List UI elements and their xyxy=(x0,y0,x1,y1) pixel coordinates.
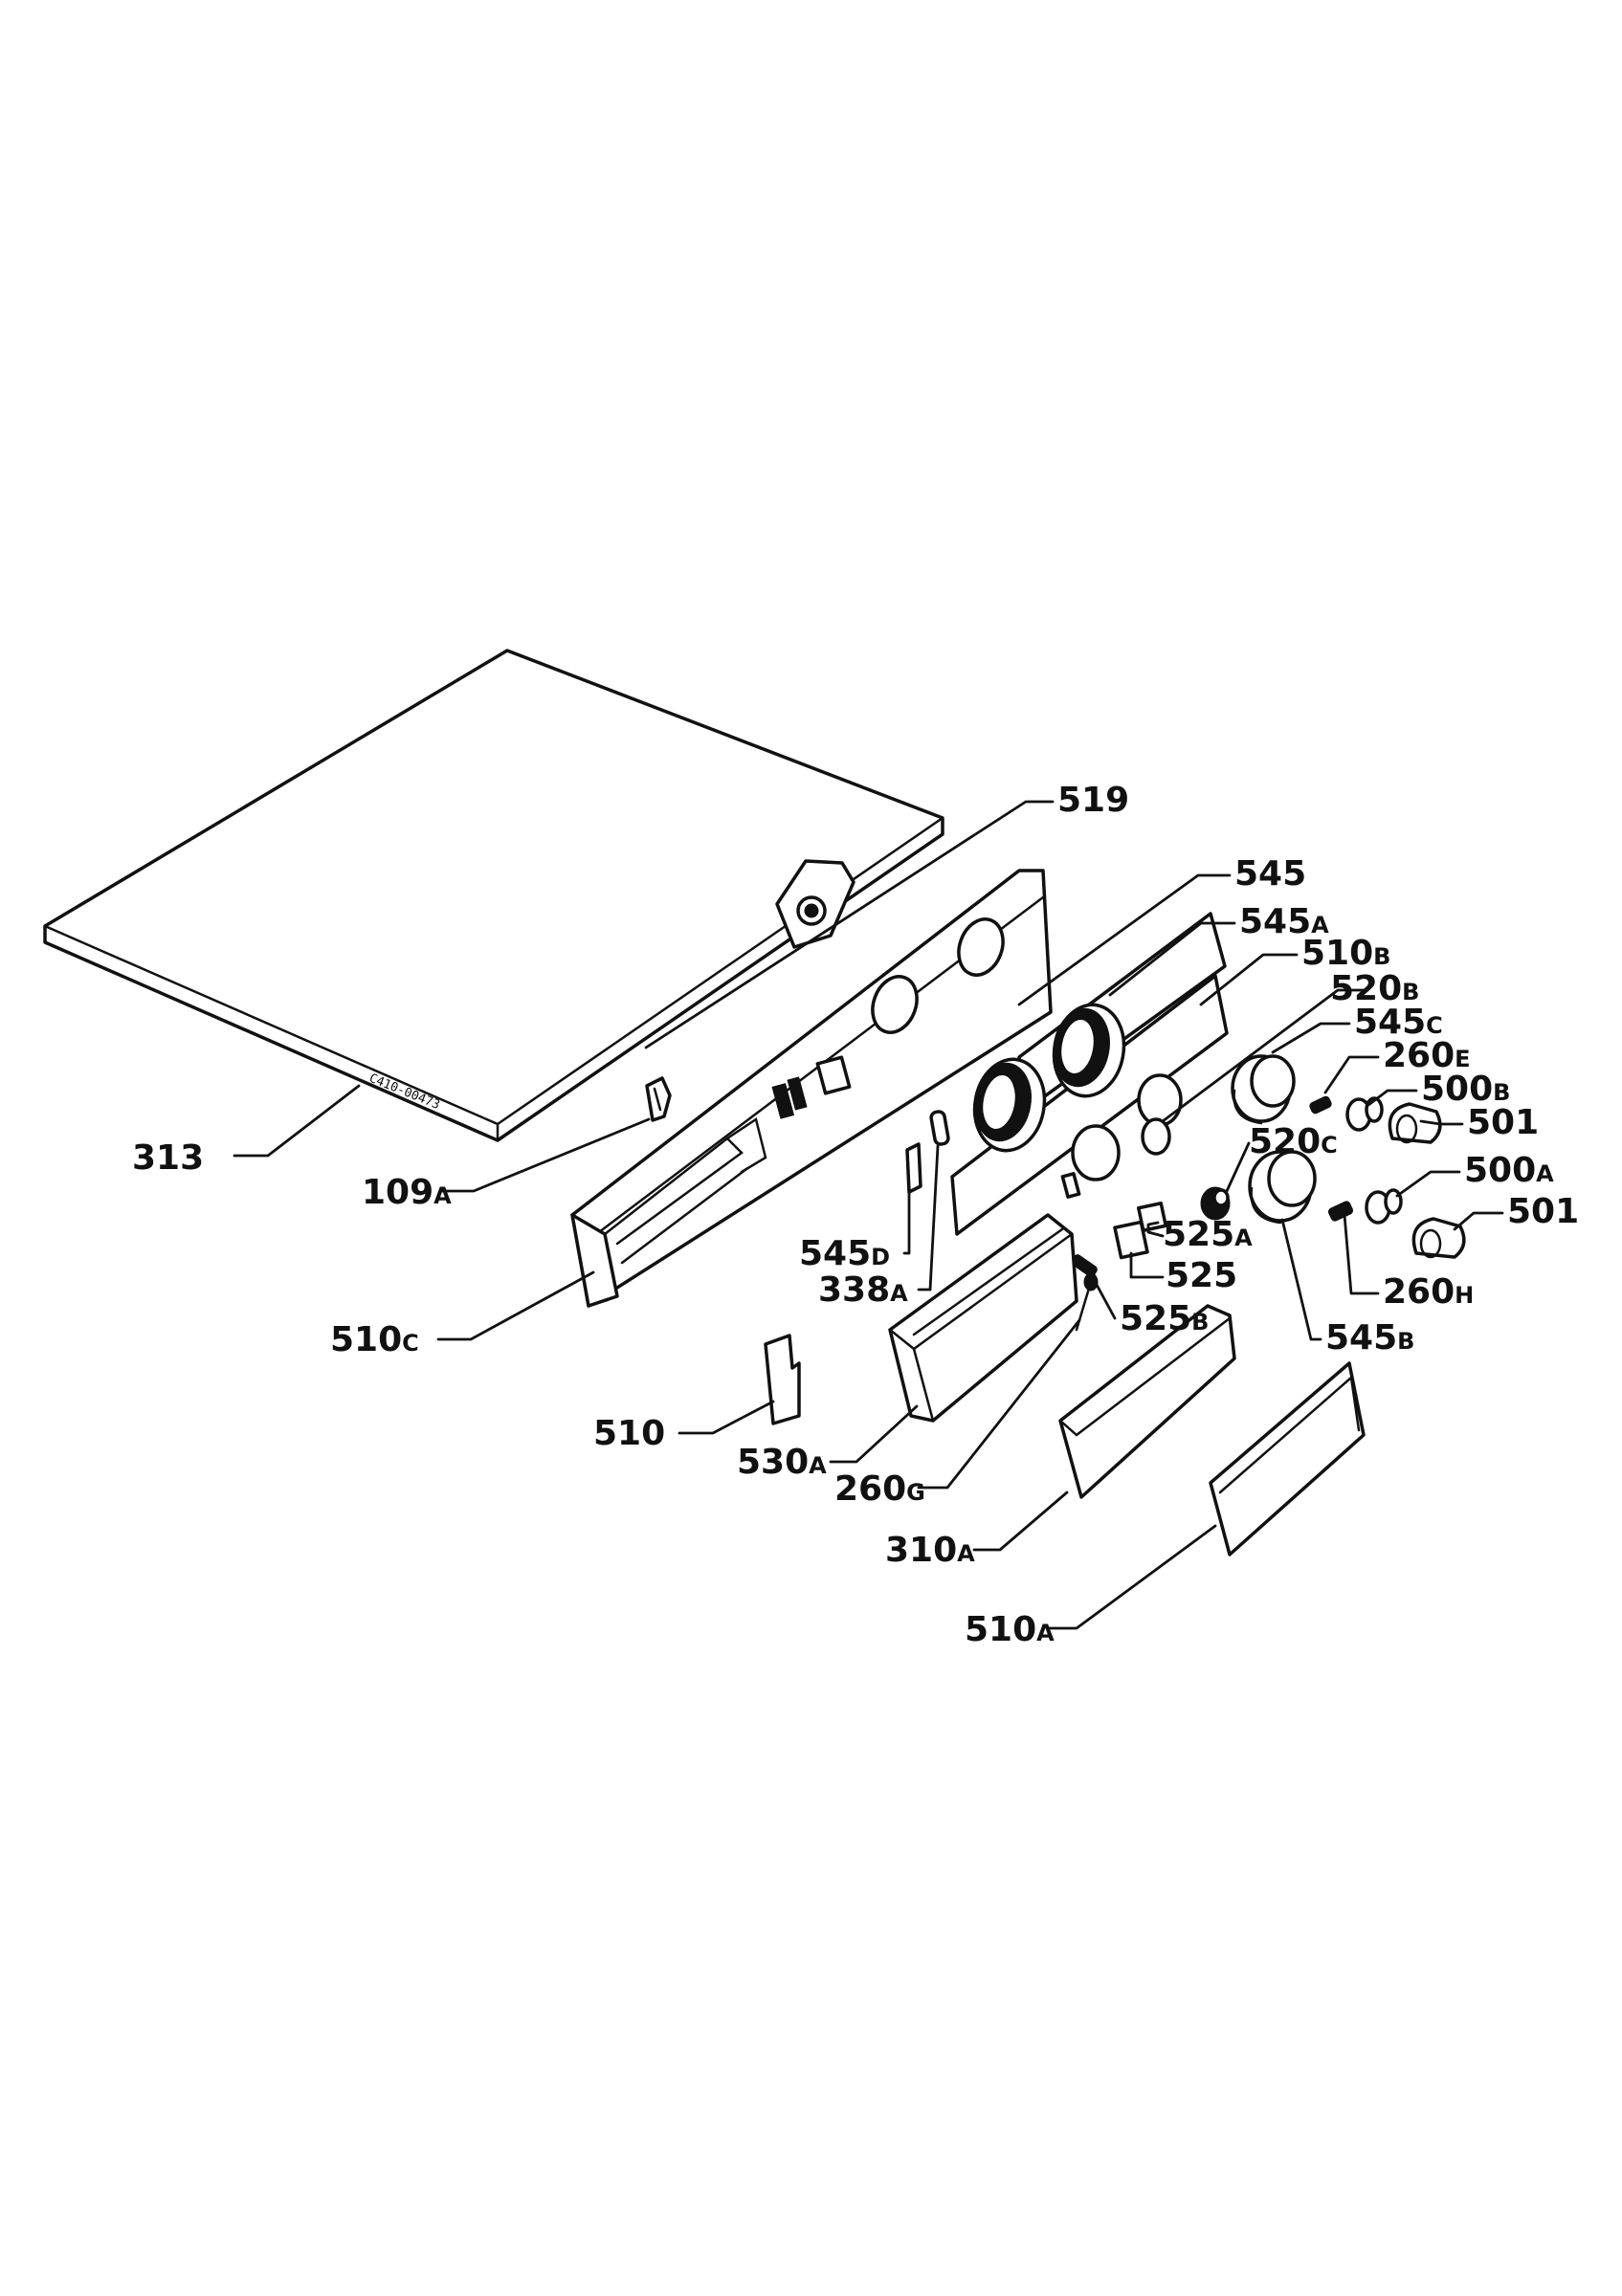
leader-501-b xyxy=(1453,1211,1504,1231)
callout-525: 525 xyxy=(1166,1256,1237,1295)
leader-500a xyxy=(1395,1170,1461,1198)
part-260e-spring xyxy=(1309,1095,1332,1115)
callout-545: 545 xyxy=(1234,854,1306,894)
callout-510a: 510A xyxy=(965,1610,1055,1649)
leader-520b xyxy=(1161,988,1366,1123)
leader-545 xyxy=(1017,873,1232,1006)
callout-501-a: 501 xyxy=(1467,1103,1539,1142)
part-338a-clip xyxy=(929,1110,950,1146)
callout-260g: 260G xyxy=(834,1469,925,1509)
leader-545d xyxy=(902,1189,911,1255)
leader-310a xyxy=(972,1490,1069,1552)
part-525-switch xyxy=(1113,1220,1149,1260)
callout-109a: 109A xyxy=(362,1173,452,1212)
leader-338a xyxy=(917,1144,940,1292)
part-530a-trim xyxy=(888,1213,1078,1423)
leader-313 xyxy=(233,1084,361,1158)
leader-525a xyxy=(1146,1221,1165,1238)
part-310a-drawer-front xyxy=(1058,1304,1236,1499)
callout-510: 510 xyxy=(593,1414,665,1453)
part-545-ring xyxy=(1052,1003,1126,1098)
leader-525b xyxy=(1087,1269,1117,1320)
callout-545c: 545C xyxy=(1354,1003,1443,1042)
leader-260e xyxy=(1323,1055,1380,1094)
callout-500a: 500A xyxy=(1464,1151,1554,1190)
leader-510b xyxy=(1199,953,1299,1006)
callout-338a: 338A xyxy=(818,1270,908,1310)
part-545a-ring xyxy=(972,1057,1047,1153)
callout-501-b: 501 xyxy=(1507,1192,1579,1231)
part-525a-cap xyxy=(1137,1202,1167,1232)
part-520c-adapter xyxy=(1200,1186,1231,1221)
callout-530a: 530A xyxy=(737,1443,827,1482)
callout-520b: 520B xyxy=(1330,969,1419,1008)
leader-260g xyxy=(917,1318,1081,1490)
callout-519: 519 xyxy=(1057,781,1129,820)
callout-310a: 310A xyxy=(885,1531,975,1570)
leader-519 xyxy=(644,800,1055,1049)
callout-510c: 510C xyxy=(330,1320,419,1359)
part-510-bracket xyxy=(764,1334,801,1425)
part-545c-knob-base xyxy=(1231,1054,1296,1125)
part-501-knob-lower xyxy=(1411,1217,1466,1259)
leader-545b xyxy=(1280,1218,1322,1341)
callout-labels: 519 545 545A 510B 520B 545C 260E 500B 50… xyxy=(132,781,1579,1649)
leader-530a xyxy=(829,1404,919,1464)
leader-500b xyxy=(1366,1089,1418,1107)
part-510a-panel xyxy=(1209,1361,1366,1556)
part-520b-ring xyxy=(1141,1117,1171,1156)
callout-520c: 520C xyxy=(1249,1122,1338,1161)
leader-501-a xyxy=(1419,1119,1464,1126)
callout-525a: 525A xyxy=(1163,1215,1253,1254)
leader-520c xyxy=(1225,1141,1251,1193)
callout-545b: 545B xyxy=(1325,1318,1414,1358)
callout-510b: 510B xyxy=(1301,934,1390,973)
callout-545d: 545D xyxy=(799,1234,890,1273)
part-501-knob-upper xyxy=(1388,1102,1442,1144)
callout-545a: 545A xyxy=(1239,902,1329,941)
leader-510c xyxy=(436,1270,595,1341)
leader-lines xyxy=(233,800,1504,1630)
leader-109a xyxy=(440,1117,651,1193)
leader-525 xyxy=(1129,1251,1165,1279)
callout-525b: 525B xyxy=(1120,1299,1209,1338)
part-260h-spring xyxy=(1327,1201,1354,1222)
part-109a-hinge-clip xyxy=(645,1076,672,1122)
leader-545a xyxy=(1108,921,1236,997)
part-500b-washer xyxy=(1345,1096,1384,1132)
leader-510 xyxy=(678,1400,775,1435)
callout-260h: 260H xyxy=(1383,1272,1474,1312)
callout-313: 313 xyxy=(132,1138,204,1178)
part-545b-knob-base xyxy=(1248,1150,1317,1225)
leader-510a xyxy=(1046,1524,1217,1630)
part-545d-switch xyxy=(905,1142,922,1194)
part-500a-washer xyxy=(1365,1188,1403,1225)
part-510c-control-panel xyxy=(570,869,1053,1308)
leader-545c xyxy=(1271,1022,1351,1054)
callout-500b: 500B xyxy=(1421,1070,1510,1109)
leader-260h xyxy=(1343,1213,1380,1295)
callout-260e: 260E xyxy=(1383,1036,1471,1075)
